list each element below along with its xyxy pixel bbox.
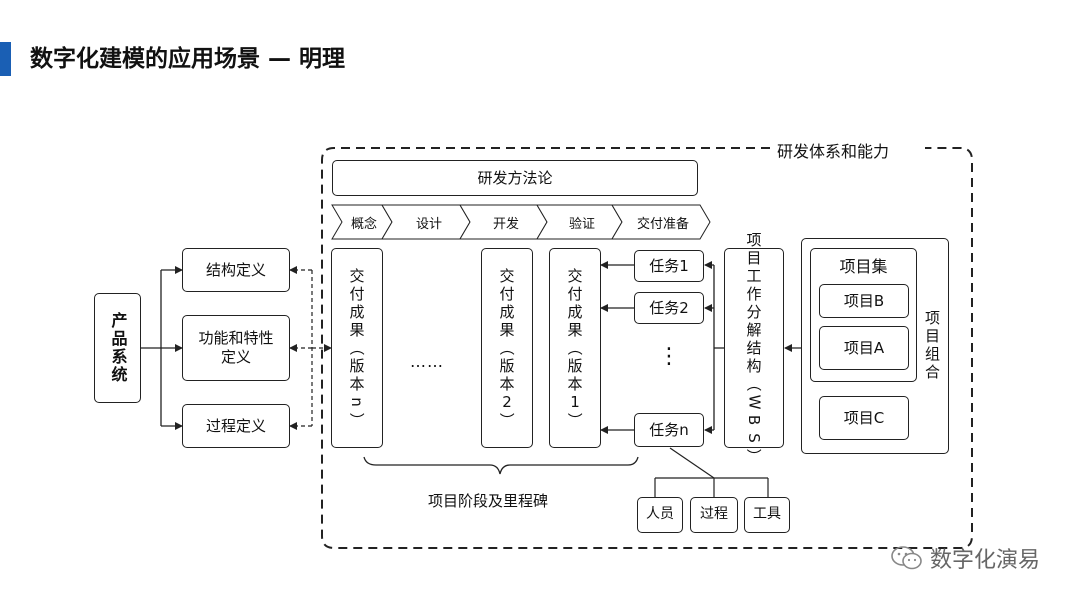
resource-tools-label: 工具 bbox=[753, 506, 781, 523]
definition-process-box: 过程定义 bbox=[182, 404, 290, 448]
task-n-box: 任务n bbox=[634, 413, 704, 447]
resource-tools-box: 工具 bbox=[744, 497, 790, 533]
title-accent-bar bbox=[0, 42, 11, 76]
project-b-label: 项目B bbox=[843, 291, 885, 310]
task-n-label: 任务n bbox=[649, 420, 689, 439]
wechat-icon bbox=[891, 546, 922, 570]
portfolio-label: 项目组合 bbox=[924, 309, 940, 381]
phase-label: 交付准备 bbox=[636, 216, 689, 232]
resource-process-box: 过程 bbox=[690, 497, 738, 533]
phase-label: 概念 bbox=[350, 216, 377, 232]
outer-frame bbox=[321, 147, 973, 549]
resource-people-label: 人员 bbox=[646, 506, 674, 523]
definition-function-label: 功能和特性 定义 bbox=[198, 329, 274, 366]
phase-chevron-5 bbox=[611, 204, 711, 240]
outer-frame-label: 研发体系和能力 bbox=[777, 142, 890, 161]
phase-label: 验证 bbox=[568, 216, 595, 232]
milestones-label: 项目阶段及里程碑 bbox=[428, 492, 549, 510]
phase-label: 开发 bbox=[492, 216, 519, 232]
product-system-label: 产品系统 bbox=[108, 312, 128, 384]
definition-structure-label: 结构定义 bbox=[205, 260, 266, 279]
project-a-box: 项目A bbox=[819, 326, 909, 370]
ellipsis-vertical: ⋮ bbox=[658, 344, 680, 369]
product-system-box: 产品系统 bbox=[94, 293, 141, 403]
definition-function-box: 功能和特性 定义 bbox=[182, 315, 290, 381]
resource-people-box: 人员 bbox=[637, 497, 683, 533]
milestone-brace bbox=[363, 456, 639, 475]
project-a-label: 项目A bbox=[843, 338, 885, 357]
project-c-box: 项目C bbox=[819, 396, 909, 440]
task-1-box: 任务1 bbox=[634, 250, 704, 282]
page-title: 数字化建模的应用场景 — 明理 bbox=[30, 46, 346, 72]
task-2-label: 任务2 bbox=[649, 298, 689, 317]
connector-line bbox=[669, 447, 715, 479]
task-2-box: 任务2 bbox=[634, 292, 704, 324]
methodology-label: 研发方法论 bbox=[477, 168, 553, 187]
project-set-label: 项目集 bbox=[839, 257, 888, 276]
methodology-box: 研发方法论 bbox=[332, 160, 698, 196]
definition-structure-box: 结构定义 bbox=[182, 248, 290, 292]
watermark: 数字化演易 bbox=[890, 542, 1040, 574]
project-b-box: 项目B bbox=[819, 284, 909, 318]
ellipsis-horizontal: …… bbox=[410, 352, 444, 371]
watermark-text: 数字化演易 bbox=[929, 548, 1040, 573]
project-c-label: 项目C bbox=[843, 408, 885, 427]
definition-process-label: 过程定义 bbox=[205, 416, 266, 435]
phase-label: 设计 bbox=[415, 216, 442, 232]
task-1-label: 任务1 bbox=[649, 256, 689, 275]
resource-process-label: 过程 bbox=[700, 506, 728, 523]
